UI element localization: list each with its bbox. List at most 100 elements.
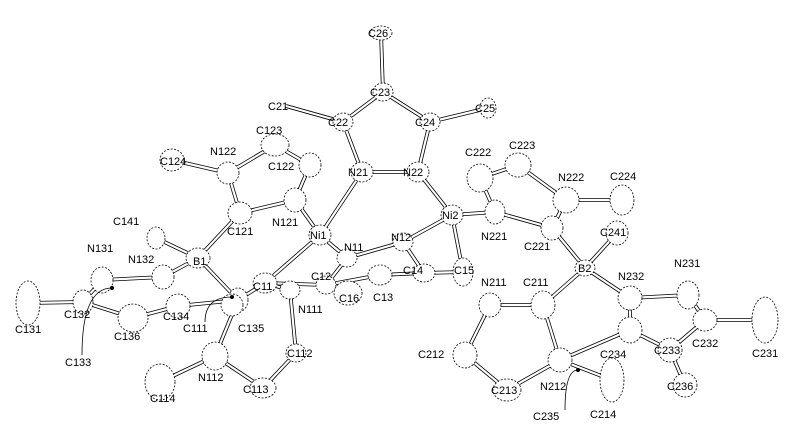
- atom-label: N121: [272, 217, 298, 229]
- atom-label: C123: [256, 125, 282, 137]
- atom-c236: [672, 372, 698, 398]
- atom-c25: [479, 97, 497, 119]
- atom-c112: [285, 343, 307, 363]
- atom-label: N12: [391, 232, 411, 244]
- atom-c234: [617, 316, 643, 344]
- atom-label: C231: [752, 348, 778, 360]
- atom-label: C135: [238, 323, 264, 335]
- atom-c214: [599, 357, 625, 403]
- atom-label: Ni1: [310, 230, 327, 242]
- atom-label: C14: [403, 265, 423, 277]
- bond-Ni1-C11: [263, 233, 322, 285]
- atom-n131: [90, 266, 114, 294]
- bond-C234-N212: [559, 328, 631, 362]
- atom-label: C136: [114, 331, 140, 343]
- atom-c231: [751, 296, 779, 344]
- atom-c111: [220, 293, 244, 317]
- atom-label: C214: [590, 409, 616, 421]
- bond-C26-C23: [379, 32, 385, 93]
- atom-label: C11: [253, 281, 272, 293]
- atom-c26: [369, 25, 393, 41]
- atom-n121: [283, 187, 307, 213]
- atom-label: C236: [667, 381, 693, 393]
- atom-label: N111: [298, 304, 323, 316]
- atom-label: C133: [65, 357, 91, 369]
- atom-label: C122: [268, 161, 294, 173]
- atom-n11: [336, 248, 358, 268]
- atom-c233: [657, 337, 683, 363]
- bond-N111-C112: [288, 289, 298, 354]
- atom-label: C141: [113, 216, 139, 228]
- atom-n22: [406, 161, 430, 183]
- atom-c212: [452, 341, 478, 369]
- atom-c12: [315, 275, 337, 295]
- atom-label: C124: [160, 156, 186, 168]
- atom-label: C21: [268, 101, 288, 113]
- atom-c224: [609, 184, 635, 216]
- atom-label: C234: [600, 349, 626, 361]
- atom-n21: [350, 161, 374, 183]
- atom-c24: [419, 112, 441, 132]
- atom-n221: [484, 199, 506, 225]
- atom-n132: [151, 264, 175, 290]
- atom-c14: [412, 263, 436, 283]
- atom-n122: [216, 161, 240, 185]
- atom-label: N232: [618, 271, 644, 283]
- atom-label: N22: [403, 167, 423, 179]
- atom-label: C223: [509, 140, 535, 152]
- atom-label: N122: [210, 146, 236, 158]
- atom-label: C13: [373, 292, 393, 304]
- atom-c122: [298, 152, 322, 178]
- pointer-arrow: [204, 296, 233, 323]
- atom-n212: [547, 347, 573, 373]
- atom-label: C111: [183, 323, 208, 335]
- atom-c123: [260, 133, 290, 157]
- atom-ni1: [308, 224, 332, 246]
- atom-label: C16: [339, 293, 359, 305]
- atom-label: C25: [475, 103, 495, 115]
- pointer-arrow: [81, 287, 113, 356]
- atom-label: N231: [674, 258, 700, 270]
- atom-label: N211: [481, 277, 506, 289]
- atom-n232: [617, 285, 643, 311]
- atom-n211: [478, 292, 502, 318]
- bond-N21-Ni1: [318, 170, 364, 237]
- atom-c124: [159, 148, 185, 172]
- atom-c23: [372, 82, 394, 102]
- atom-label: N212: [540, 381, 566, 393]
- atom-ni2: [440, 204, 464, 226]
- atom-label: N11: [344, 242, 363, 254]
- atom-label: C232: [692, 338, 718, 350]
- atom-label: C212: [418, 349, 444, 361]
- atom-c22: [332, 112, 354, 132]
- atom-c241: [605, 220, 629, 246]
- atom-label: C15: [454, 265, 474, 277]
- atom-label: C132: [64, 309, 90, 321]
- atom-label: C211: [523, 277, 548, 289]
- atom-c211: [530, 290, 556, 320]
- atom-label: N221: [481, 231, 507, 243]
- atom-label: C121: [227, 226, 253, 238]
- pointer-arrow: [564, 369, 579, 411]
- atom-b1: [185, 247, 211, 269]
- atom-c114: [144, 363, 176, 401]
- atom-label: Ni2: [442, 210, 459, 222]
- atom-c13: [367, 264, 393, 286]
- bond-C24-C25: [429, 106, 489, 124]
- atom-label: N132: [128, 254, 154, 266]
- atom-c11: [252, 272, 278, 294]
- atom-label: N112: [198, 372, 223, 384]
- atom-c222: [466, 163, 494, 193]
- atom-label: N222: [558, 172, 584, 184]
- atom-c15: [452, 257, 474, 287]
- atom-n222: [552, 186, 580, 214]
- atom-c223: [504, 152, 532, 178]
- atom-c136: [117, 303, 149, 333]
- atom-label: C224: [610, 171, 636, 183]
- atom-label: C24: [415, 117, 435, 129]
- atom-label: C23: [370, 87, 390, 99]
- atom-label: C213: [491, 385, 517, 397]
- atom-n111: [279, 280, 301, 300]
